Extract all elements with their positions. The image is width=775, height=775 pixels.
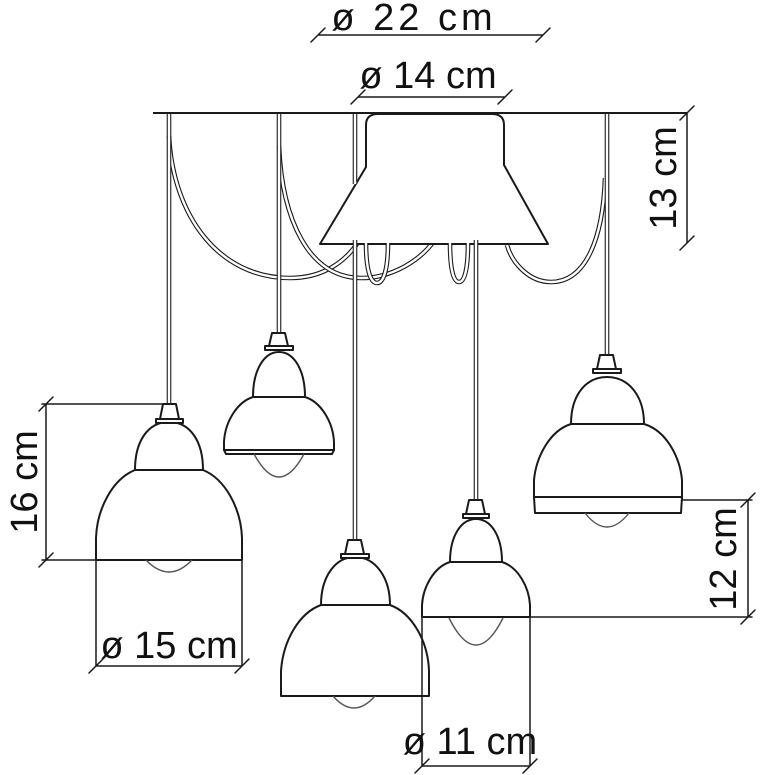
dim-line-11 xyxy=(414,617,538,774)
dimension-small-shade-diameter: ø 11 cm xyxy=(403,617,538,774)
dimension-canopy-height: 13 cm xyxy=(643,105,695,251)
lamp4-cord-grip xyxy=(465,499,486,515)
dim-line-22 xyxy=(310,27,551,43)
lamp1-shade-dome xyxy=(134,421,204,471)
lamp5-bulb xyxy=(584,512,630,528)
lamp2-socket-cap xyxy=(264,345,294,351)
dim-line-13 xyxy=(679,105,695,251)
cord-drops xyxy=(166,113,610,542)
dim-line-14 xyxy=(350,89,513,105)
lamp4-shade-bell xyxy=(421,561,531,618)
dimension-large-shade-diameter: ø 15 cm xyxy=(88,560,250,674)
dim-label-small-shade-diameter: ø 11 cm xyxy=(403,721,537,763)
lamp1-shade-bell xyxy=(95,469,243,561)
lamp5-socket-cap xyxy=(592,368,622,374)
pendant-lamp-2 xyxy=(223,332,335,455)
lamp4-socket-cap xyxy=(462,513,490,519)
lamp1-cord-grip xyxy=(159,403,180,420)
dim-label-canopy-top-diameter: ø 14 cm xyxy=(359,55,496,97)
dimension-small-shade-height: 12 cm xyxy=(530,492,756,625)
dimension-canopy-bottom-diameter: ø 22 cm xyxy=(310,0,551,43)
lamp3-cord-grip xyxy=(344,539,365,555)
pendant-lamp-1 xyxy=(95,403,243,561)
lamp2-shade-dome xyxy=(252,351,306,398)
cord-swag-left xyxy=(166,135,361,281)
lamp2-bulb xyxy=(253,453,305,478)
light-bulbs xyxy=(145,453,630,709)
lamp3-socket-cap xyxy=(340,553,370,559)
dimension-large-shade-height: 16 cm xyxy=(4,396,163,568)
dim-label-canopy-height: 13 cm xyxy=(643,126,685,229)
dim-line-15 xyxy=(88,560,250,674)
lamp5-shade-bell xyxy=(533,423,683,498)
lamp4-shade-dome xyxy=(449,518,503,563)
lamp3-shade-dome xyxy=(320,556,391,606)
lamp2-shade-bell xyxy=(223,396,335,451)
pendant-lamp-5 xyxy=(533,354,683,514)
lamp4-bulb xyxy=(448,617,504,646)
dim-label-small-shade-height: 12 cm xyxy=(703,507,745,610)
dimension-canopy-top-diameter: ø 14 cm xyxy=(350,55,513,105)
pendant-lamp-3 xyxy=(280,539,430,697)
lamp1-bulb xyxy=(145,559,193,573)
lamp5-cord-grip xyxy=(596,354,617,370)
lamp2-rim-band xyxy=(223,449,335,455)
dim-label-canopy-bottom-diameter: ø 22 cm xyxy=(331,0,496,39)
lamp3-shade-bell xyxy=(280,604,430,697)
pendant-lamp-4 xyxy=(421,499,531,618)
dim-line-16 xyxy=(38,396,163,568)
lamp1-socket-cap xyxy=(155,418,184,424)
dim-label-large-shade-diameter: ø 15 cm xyxy=(100,625,237,667)
cord-swags xyxy=(166,135,608,285)
dim-label-large-shade-height: 16 cm xyxy=(4,430,46,533)
lamp5-shade-dome xyxy=(570,376,645,425)
lamp2-cord-grip xyxy=(268,332,289,347)
lamp3-bulb xyxy=(332,695,376,709)
lamp5-rim-band xyxy=(533,496,683,514)
dim-line-12 xyxy=(530,492,756,625)
